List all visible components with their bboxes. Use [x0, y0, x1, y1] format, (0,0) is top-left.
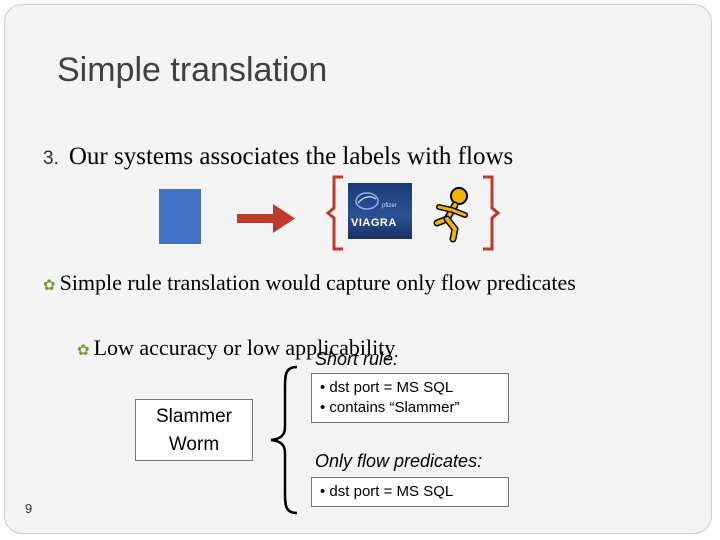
flow-predicates-box: • dst port = MS SQL	[311, 477, 509, 507]
short-rule-box: • dst port = MS SQL • contains “Slammer”	[311, 373, 509, 423]
short-rule-line: • dst port = MS SQL	[320, 379, 454, 396]
flow-box	[159, 189, 201, 244]
short-rule-line: • contains “Slammer”	[320, 399, 460, 416]
bullet-1-text: Simple rule translation would capture on…	[59, 270, 576, 295]
numbered-item-3: 3. Our systems associates the labels with…	[43, 143, 513, 171]
slide-title: Simple translation	[57, 51, 328, 89]
bullet-symbol-icon: ✿	[43, 278, 56, 294]
bullet-1: ✿Simple rule translation would capture o…	[43, 267, 580, 302]
curly-brace-icon	[270, 365, 298, 515]
viagra-logo-text: VIAGRA	[351, 217, 397, 229]
left-bracket-icon	[325, 175, 343, 251]
bullet-2-text: Low accuracy or low applicability	[93, 335, 396, 360]
right-bracket-icon	[483, 175, 501, 251]
short-rule-label: Short rule:	[315, 349, 399, 369]
page-number: 9	[25, 501, 33, 516]
bullet-2: ✿Low accuracy or low applicability	[77, 335, 395, 361]
arrow-icon	[237, 204, 295, 233]
aim-running-man-icon	[433, 187, 468, 243]
item-text: Our systems associates the labels with f…	[68, 143, 514, 170]
slammer-line: Slammer	[155, 406, 232, 427]
item-number: 3.	[43, 148, 59, 169]
bullet-symbol-icon: ✿	[77, 343, 90, 359]
flow-predicates-line: • dst port = MS SQL	[320, 483, 454, 500]
viagra-logo-icon: pfizer VIAGRA	[348, 183, 412, 239]
slammer-line: Worm	[168, 434, 220, 455]
flow-predicates-label: Only flow predicates:	[315, 451, 483, 471]
slide: Simple translation 3. Our systems associa…	[4, 4, 712, 534]
slammer-worm-box: Slammer Worm	[135, 399, 253, 461]
